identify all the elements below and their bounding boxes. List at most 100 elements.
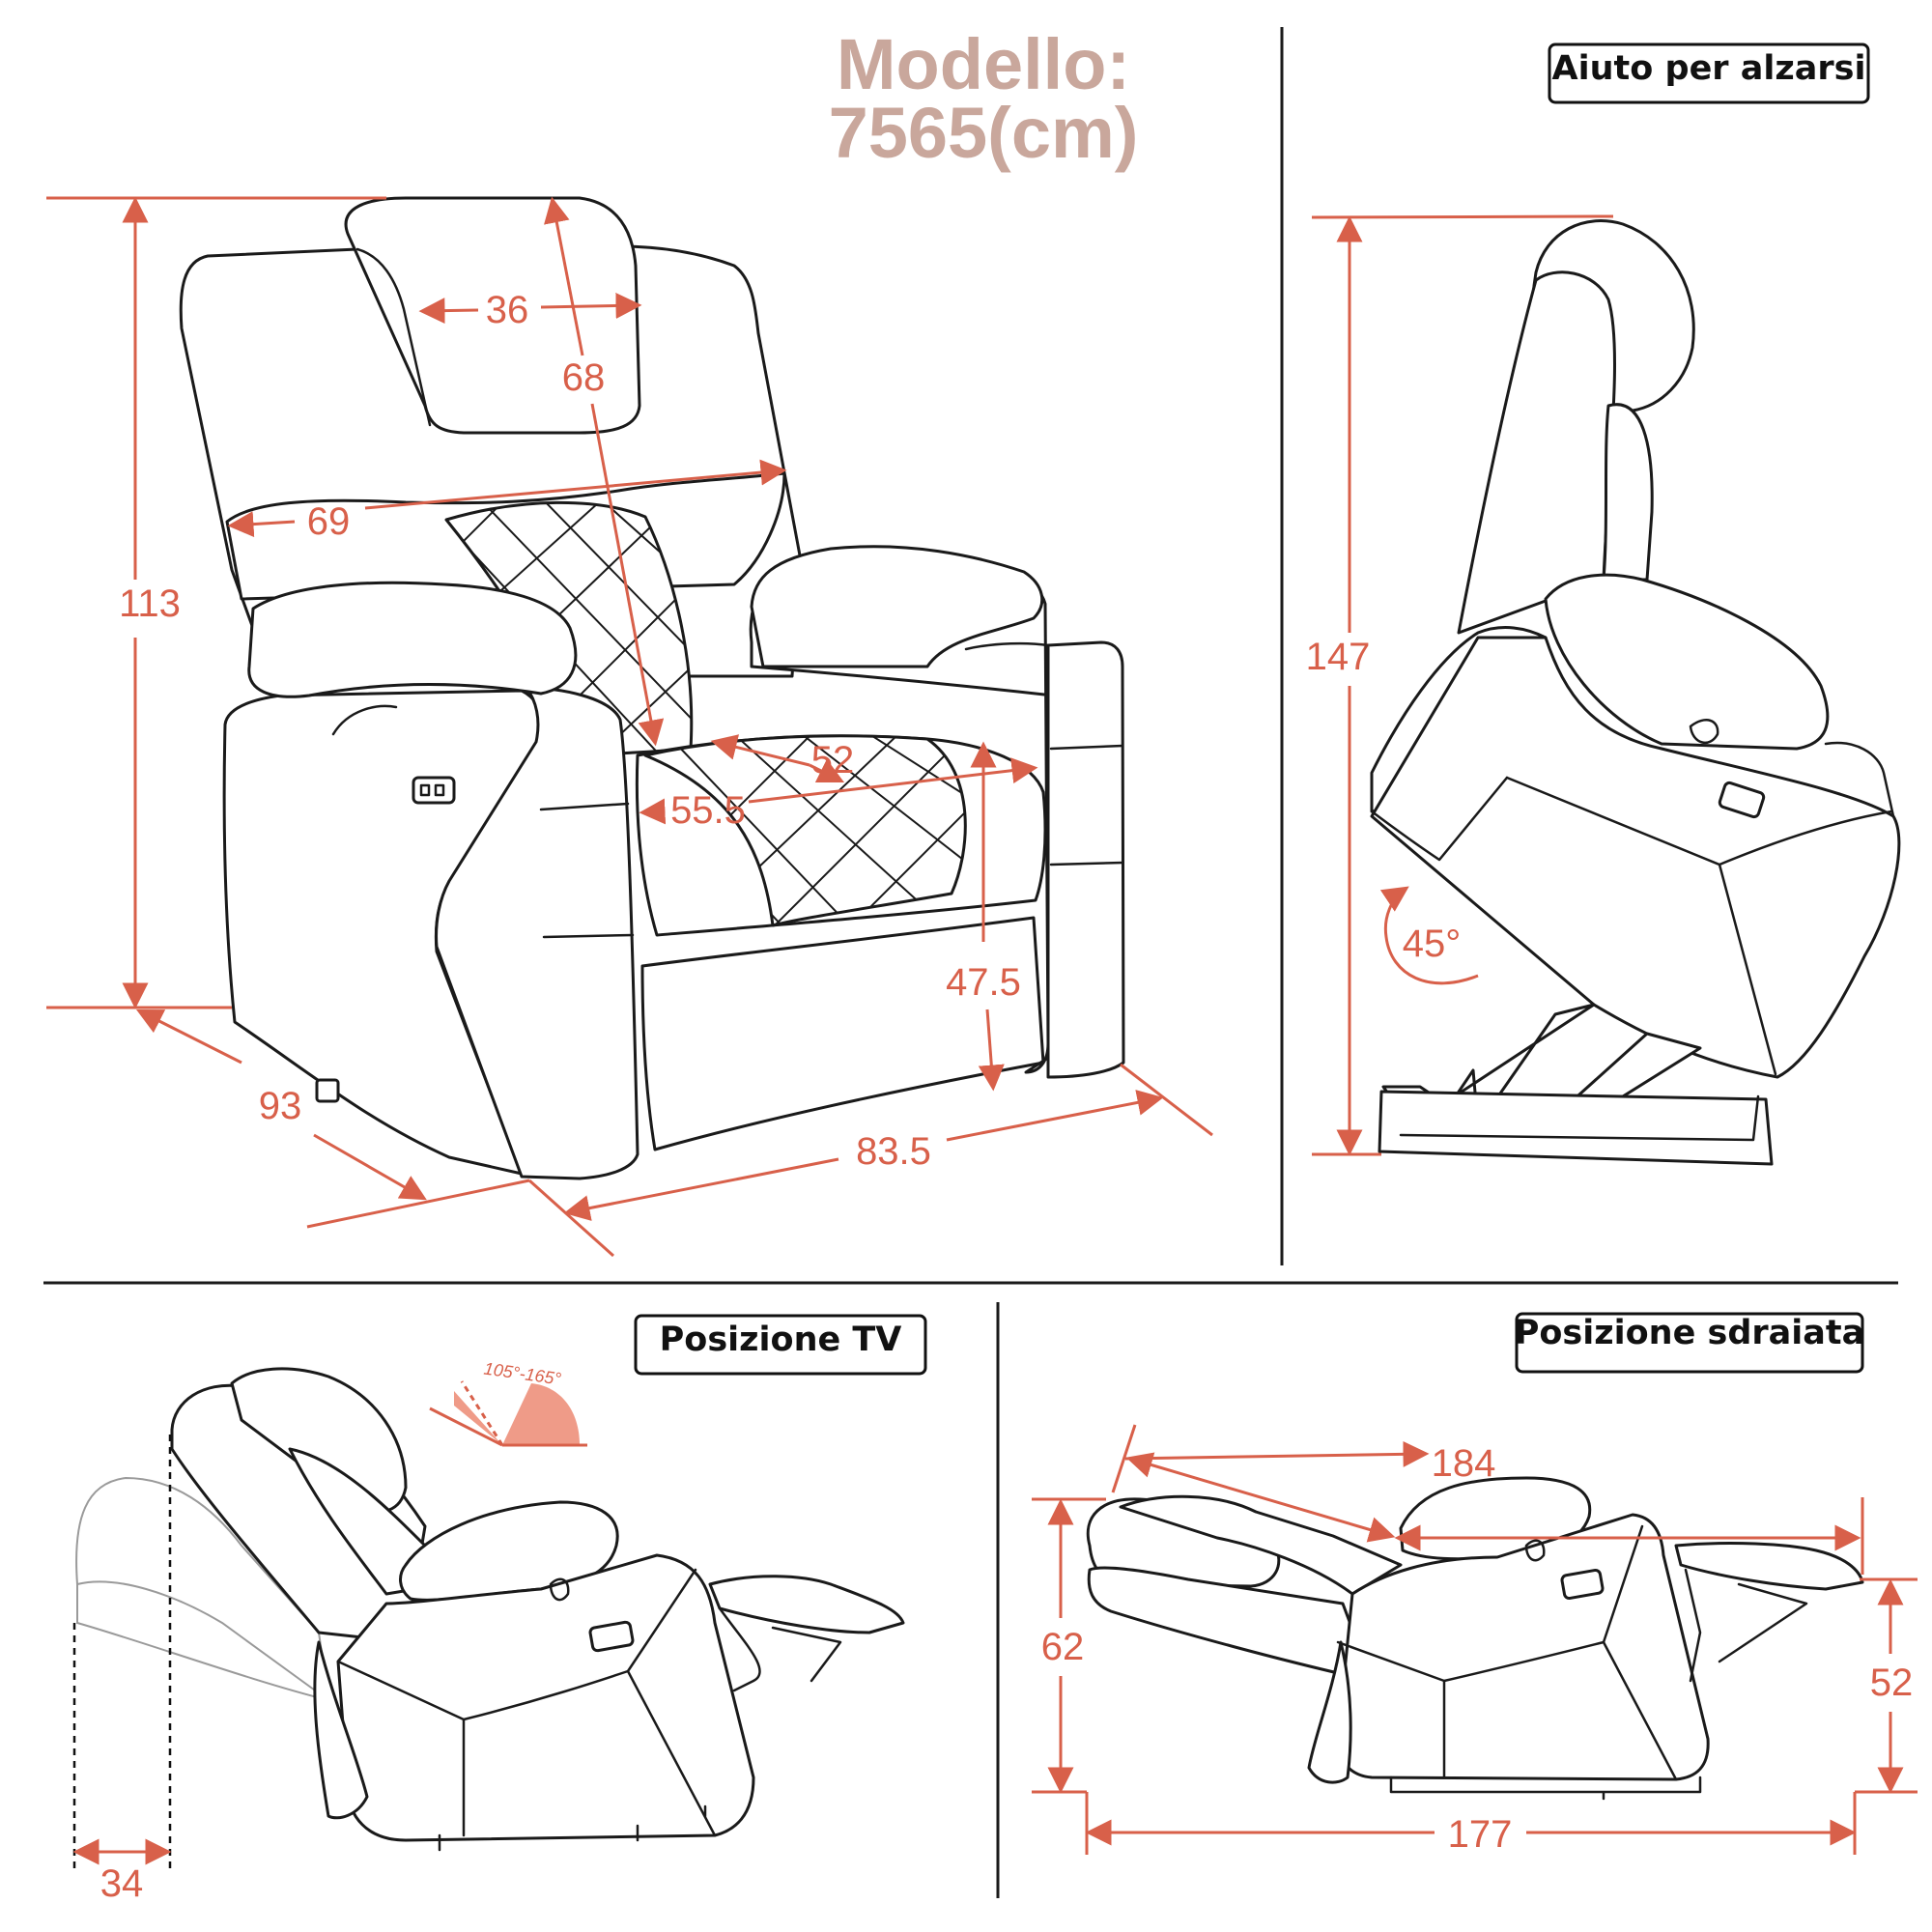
tv-leg <box>313 1640 369 1820</box>
seat-depth-line-b <box>809 758 845 783</box>
back-width-label: 69 <box>307 500 351 543</box>
tv-footrest-mechanism <box>718 1606 842 1692</box>
tilt-angle-label: 45° <box>1403 923 1462 965</box>
lift-view-panel: Aiuto per alzarsi 147 45° <box>1306 43 1901 1166</box>
tv-front-foot <box>438 1804 707 1852</box>
lift-view-label-box <box>1548 43 1870 104</box>
headrest-width-line-a <box>418 298 479 325</box>
recline-footrest <box>1674 1542 1864 1591</box>
recline-arm-crease-2 <box>1442 1640 1678 1781</box>
lift-back-cushion <box>1602 403 1654 582</box>
depth-line-a <box>135 1009 242 1065</box>
right-arm-seam <box>1049 744 1124 751</box>
left-armrest-pad <box>247 581 578 698</box>
lift-height-ext-top <box>1311 214 1614 219</box>
depth-ext <box>306 1179 530 1229</box>
back-height-line-b <box>590 403 665 747</box>
recline-view-label: Posizione sdraiata <box>1515 1314 1865 1352</box>
back-height-line-a <box>544 196 584 356</box>
back-width-line-a <box>227 511 296 538</box>
seat-width-line-b <box>748 757 1038 804</box>
recline-diagonal-line-a <box>1124 1440 1430 1467</box>
tv-view-label: Posizione TV <box>660 1321 902 1359</box>
headrest-width-label: 36 <box>486 289 529 331</box>
tv-arm-crease-2 <box>462 1669 717 1837</box>
recline-diagonal-arrow <box>1125 1452 1396 1543</box>
width-ext-left <box>527 1179 615 1258</box>
footrest-height-label: 52 <box>1870 1662 1914 1704</box>
width-line-b <box>946 1090 1164 1142</box>
lift-height-label: 147 <box>1306 636 1371 678</box>
recline-leg <box>1307 1640 1352 1784</box>
front-view-chair <box>179 196 1125 1180</box>
lift-pull-ring <box>1689 719 1719 745</box>
recline-footrest-mechanism <box>1684 1568 1808 1683</box>
back-height-label: 68 <box>562 356 606 399</box>
seat-width-label: 55.5 <box>670 789 746 832</box>
recline-angle-mid <box>460 1380 504 1446</box>
recline-view-label-box <box>1515 1312 1864 1374</box>
seat-width-line-a <box>639 798 667 825</box>
usb-slot-front-a <box>419 783 431 797</box>
tv-view-label-box <box>634 1314 927 1376</box>
tv-armrest <box>399 1500 619 1602</box>
recline-angle-wedge-2 <box>454 1391 502 1445</box>
recline-angle-wedge <box>502 1383 580 1445</box>
width-ext-right <box>1120 1063 1213 1137</box>
usb-port-front <box>412 776 456 805</box>
lift-view-label: Aiuto per alzarsi <box>1552 49 1866 88</box>
lift-lower-panel-line-2 <box>1718 810 1893 867</box>
model-title: Modello: 7565(cm) <box>829 24 1139 173</box>
width-line-a <box>563 1157 839 1221</box>
lift-armrest <box>1544 573 1830 751</box>
seat-depth-label: 52 <box>811 739 855 781</box>
left-arm-pocket <box>331 704 398 736</box>
depth-line-b <box>313 1133 427 1201</box>
lift-footrest-edge <box>1824 741 1895 818</box>
lift-base <box>1378 1090 1774 1166</box>
recline-diagonal-label: 184 <box>1432 1442 1496 1485</box>
seat-height-line-b <box>978 1009 1005 1092</box>
seat-front-panel <box>640 916 1045 1151</box>
front-dimensions: 113 36 68 69 52 55.5 47.5 93 83.5 <box>46 196 1213 1258</box>
model-title-line1: Modello: <box>837 24 1130 104</box>
recline-arm-body <box>1336 1513 1710 1781</box>
right-arm-cup <box>964 641 1050 651</box>
recline-usb-port <box>1560 1569 1605 1600</box>
recline-backrest <box>1087 1566 1374 1683</box>
recline-back-height-label: 62 <box>1041 1626 1085 1668</box>
right-armrest-pad <box>750 545 1044 668</box>
left-arm-seam-2 <box>542 933 635 939</box>
tv-pull-ring <box>549 1577 570 1602</box>
recline-view-panel: Posizione sdraiata 184 62 52 <box>1032 1312 1918 1856</box>
tv-arm-crease-3 <box>626 1568 697 1673</box>
lift-left-crease <box>1370 776 1509 862</box>
seat-depth-line-a <box>710 734 810 767</box>
tv-ghost-cushion <box>76 1580 329 1701</box>
recline-angle-ray <box>429 1406 503 1447</box>
tilt-angle-arc <box>1379 886 1479 985</box>
left-arm-front <box>435 686 639 1180</box>
lift-usb-port <box>1718 781 1766 819</box>
recline-length-label: 177 <box>1448 1813 1513 1856</box>
seat-height-label: 47.5 <box>946 961 1021 1004</box>
depth-label: 93 <box>259 1085 302 1127</box>
right-arm-side <box>1046 640 1125 1079</box>
right-arm-seam-2 <box>1049 861 1124 867</box>
headrest-edge <box>355 247 432 427</box>
back-width-line-b <box>364 459 787 510</box>
headrest-width-line-b <box>540 292 642 319</box>
front-foot <box>315 1078 340 1103</box>
total-height-label: 113 <box>119 582 181 625</box>
lift-base-top <box>1399 1094 1760 1142</box>
tv-usb-port <box>588 1620 635 1653</box>
model-title-line2: 7565(cm) <box>829 93 1139 173</box>
lift-seat-body <box>1370 636 1901 1079</box>
tv-footrest <box>708 1575 905 1634</box>
left-arm-seam <box>539 802 630 811</box>
recline-range-label: 105°-165° <box>483 1359 562 1389</box>
recline-diag-ext <box>1111 1424 1137 1493</box>
width-label: 83.5 <box>856 1130 931 1173</box>
recline-base <box>1389 1776 1702 1801</box>
usb-slot-front-b <box>434 783 445 797</box>
